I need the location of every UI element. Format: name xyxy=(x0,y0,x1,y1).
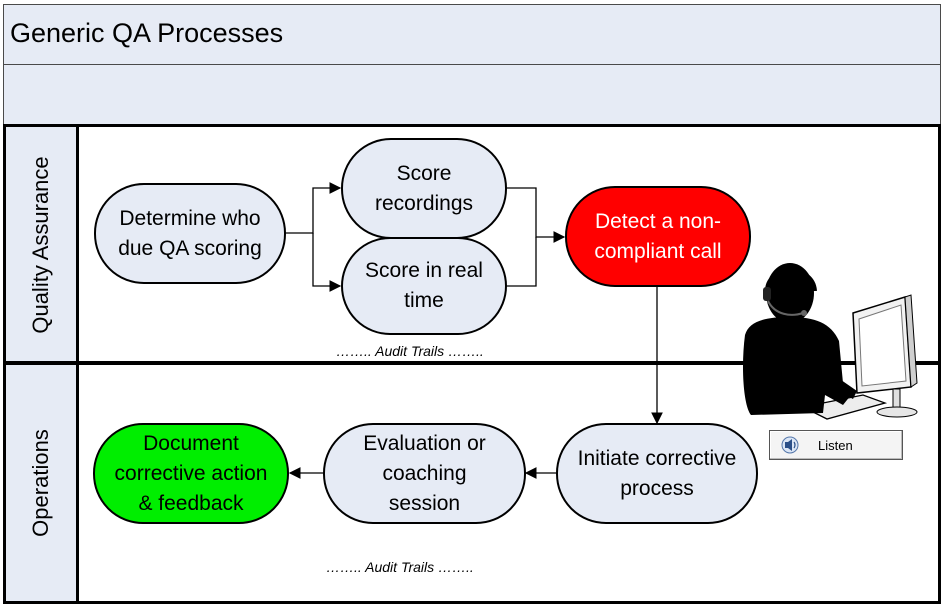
connector-score-recordings-to-detect xyxy=(506,187,566,243)
node-text-line: compliant call xyxy=(594,239,722,263)
node-determine-qa-scoring[interactable]: Determine who due QA scoring xyxy=(94,183,286,284)
node-text-line: Evaluation or xyxy=(363,431,486,455)
node-text-line: Detect a non- xyxy=(594,209,722,233)
node-text-line: Score xyxy=(396,161,452,185)
connector-determine-to-score-realtime xyxy=(312,233,342,292)
lane-label-operations: Operations xyxy=(6,365,79,601)
node-document-corrective-action[interactable]: Document corrective action & feedback xyxy=(93,423,289,524)
node-text-line: process xyxy=(620,476,694,500)
node-evaluation-coaching-session[interactable]: Evaluation or coaching session xyxy=(323,423,526,524)
node-text-line: Document xyxy=(143,431,239,455)
connector-determine-to-score-recordings xyxy=(285,182,342,234)
node-initiate-corrective-process[interactable]: Initiate corrective process xyxy=(556,423,758,524)
header-band xyxy=(3,65,941,125)
node-text-line: Determine who xyxy=(119,206,261,230)
agent-headset-computer-icon xyxy=(743,263,918,420)
audit-trails-qa: …….. Audit Trails …….. xyxy=(336,343,484,359)
node-text-line: time xyxy=(404,289,444,312)
connector-score-realtime-to-detect xyxy=(506,237,537,287)
page-title: Generic QA Processes xyxy=(10,18,284,48)
audit-trails-ops: …….. Audit Trails …….. xyxy=(326,559,474,575)
node-text-line: session xyxy=(388,491,461,515)
node-text-line: coaching xyxy=(382,461,467,485)
speaker-icon xyxy=(781,436,799,454)
node-score-in-real-time[interactable]: Score in real time xyxy=(341,237,507,335)
listen-label: Listen xyxy=(818,437,853,453)
lane-divider xyxy=(3,361,941,365)
node-text-line: due QA scoring xyxy=(118,236,262,260)
title-bar: Generic QA Processes xyxy=(3,4,941,65)
node-text-line: Score in real xyxy=(365,259,483,282)
node-text-line: Initiate corrective xyxy=(577,446,737,470)
lane-label-quality-assurance: Quality Assurance xyxy=(6,127,79,362)
node-text-line: recordings xyxy=(374,191,474,215)
listen-button[interactable]: Listen xyxy=(769,430,903,460)
node-detect-non-compliant-call[interactable]: Detect a non-compliant call xyxy=(565,186,751,287)
node-text-line: corrective action xyxy=(114,461,268,485)
node-score-recordings[interactable]: Score recordings xyxy=(341,138,507,239)
node-text-line: & feedback xyxy=(138,491,244,515)
